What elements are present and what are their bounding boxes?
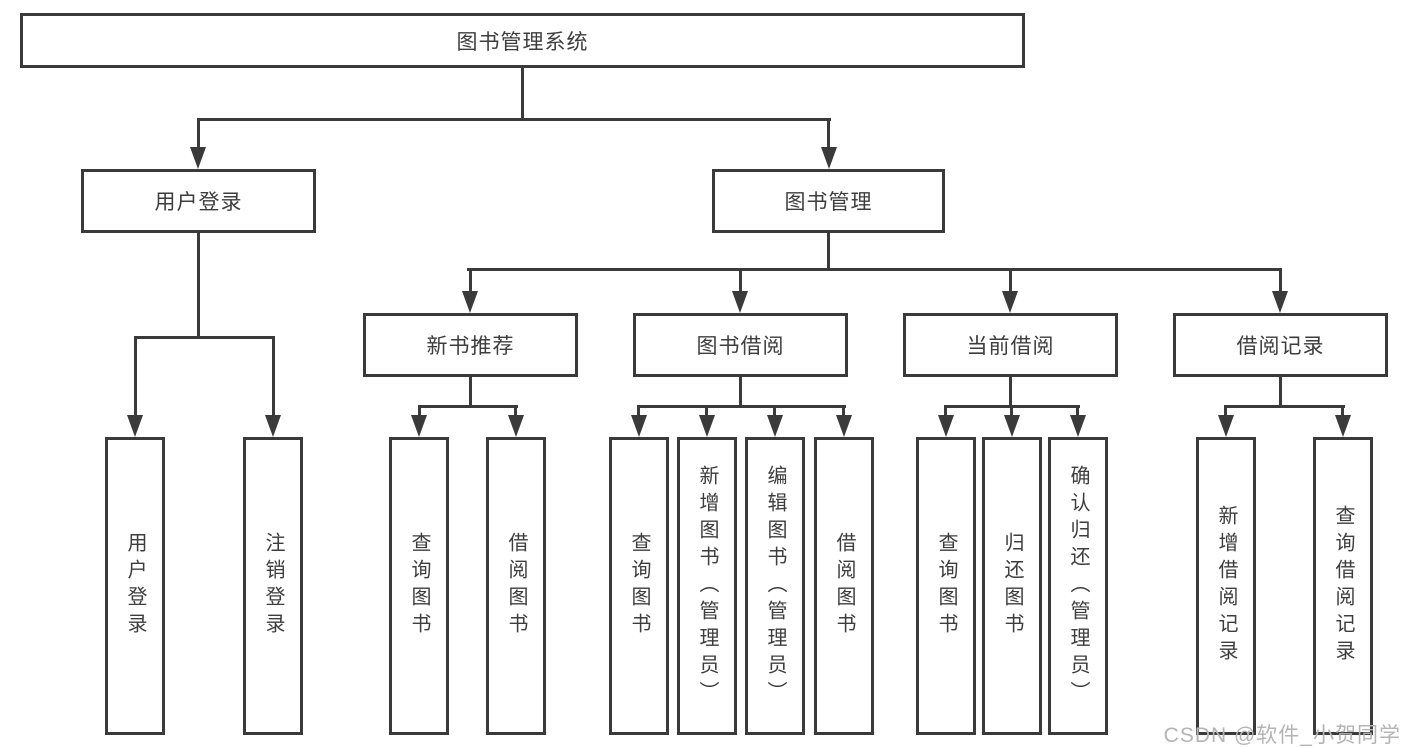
connector-line [1076, 405, 1079, 417]
connector-line [467, 268, 1281, 271]
arrow-down-icon [190, 147, 206, 169]
arrow-down-icon [1002, 291, 1018, 313]
arrow-down-icon [631, 415, 647, 437]
arrow-down-icon [127, 415, 143, 437]
arrow-down-icon [411, 415, 427, 437]
connector-line [1341, 405, 1344, 417]
arrow-down-icon [1272, 291, 1288, 313]
connector-line [272, 336, 275, 417]
connector-line [1279, 268, 1282, 293]
node-library-management-system: 图书管理系统 [20, 13, 1025, 68]
node-leaf-borrow-books: 借阅图书 [814, 437, 874, 735]
connector-line [418, 405, 518, 408]
arrow-down-icon [767, 415, 783, 437]
connector-line [1279, 377, 1282, 407]
connector-line [739, 268, 742, 293]
connector-line [197, 233, 200, 336]
node-leaf-query-books: 查询图书 [389, 437, 449, 735]
connector-line [521, 68, 524, 118]
watermark-text: CSDN @软件_小贺同学 [1163, 724, 1401, 747]
connector-line [827, 118, 830, 149]
connector-line [739, 377, 742, 407]
connector-line [514, 405, 517, 417]
connector-line [1009, 268, 1012, 293]
connector-line [197, 118, 831, 121]
arrow-down-icon [938, 415, 954, 437]
connector-line [827, 233, 830, 270]
connector-line [418, 405, 421, 417]
node-leaf-query-borrow-record: 查询借阅记录 [1313, 437, 1373, 735]
node-current-borrowing: 当前借阅 [903, 313, 1118, 377]
node-leaf-add-books-admin: 新增图书（管理员） [677, 437, 737, 735]
arrow-down-icon [508, 415, 524, 437]
connector-line [469, 268, 472, 293]
connector-line [944, 405, 947, 417]
connector-line [842, 405, 845, 417]
connector-line [773, 405, 776, 417]
node-borrowing-records: 借阅记录 [1173, 313, 1388, 377]
connector-line [134, 336, 137, 417]
node-book-borrowing: 图书借阅 [633, 313, 848, 377]
connector-line [1010, 405, 1013, 417]
arrow-down-icon [462, 291, 478, 313]
node-leaf-edit-books-admin: 编辑图书（管理员） [745, 437, 805, 735]
node-leaf-user-login: 用户登录 [105, 437, 165, 735]
arrow-down-icon [836, 415, 852, 437]
connector-line [134, 336, 275, 339]
arrow-down-icon [1070, 415, 1086, 437]
connector-line [1009, 377, 1012, 407]
arrow-down-icon [1004, 415, 1020, 437]
node-book-management: 图书管理 [712, 169, 945, 233]
connector-line [638, 405, 846, 408]
node-leaf-query-books: 查询图书 [916, 437, 976, 735]
arrow-down-icon [821, 147, 837, 169]
connector-line [197, 118, 200, 149]
node-new-book-recommendation: 新书推荐 [363, 313, 578, 377]
node-leaf-add-borrow-record: 新增借阅记录 [1196, 437, 1256, 735]
node-user-login: 用户登录 [81, 169, 316, 233]
connector-line [637, 405, 640, 417]
arrow-down-icon [732, 291, 748, 313]
connector-line [1224, 405, 1227, 417]
arrow-down-icon [699, 415, 715, 437]
connector-line [469, 377, 472, 407]
connector-line [1225, 405, 1345, 408]
node-leaf-borrow-books: 借阅图书 [486, 437, 546, 735]
node-leaf-logout: 注销登录 [243, 437, 303, 735]
arrow-down-icon [265, 415, 281, 437]
node-leaf-query-books: 查询图书 [609, 437, 669, 735]
arrow-down-icon [1218, 415, 1234, 437]
arrow-down-icon [1335, 415, 1351, 437]
node-leaf-return-books: 归还图书 [982, 437, 1042, 735]
connector-line [705, 405, 708, 417]
node-leaf-confirm-return-admin: 确认归还（管理员） [1048, 437, 1108, 735]
